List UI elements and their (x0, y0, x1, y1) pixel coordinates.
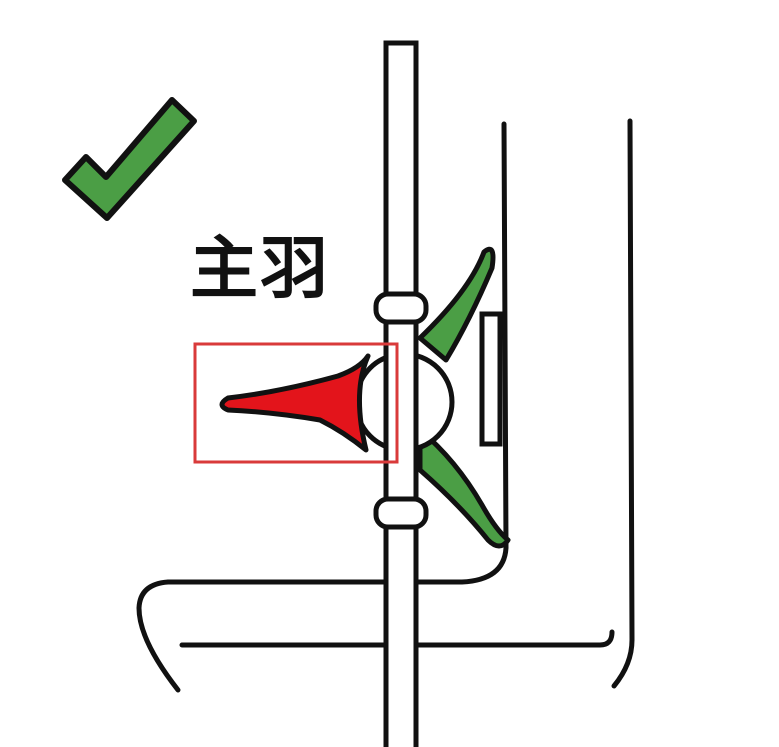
secondary-fins (417, 246, 511, 549)
pole-clamp-lower (373, 496, 429, 530)
pole-clamp-upper (373, 291, 429, 325)
highlight-box (193, 342, 399, 464)
vertical-pole (383, 40, 419, 747)
container-walls (136, 118, 635, 693)
primary-fin-label: 主羽 (190, 230, 331, 309)
mount-bracket (479, 311, 503, 447)
check-mark-icon (62, 97, 197, 221)
primary-fin (219, 353, 371, 453)
